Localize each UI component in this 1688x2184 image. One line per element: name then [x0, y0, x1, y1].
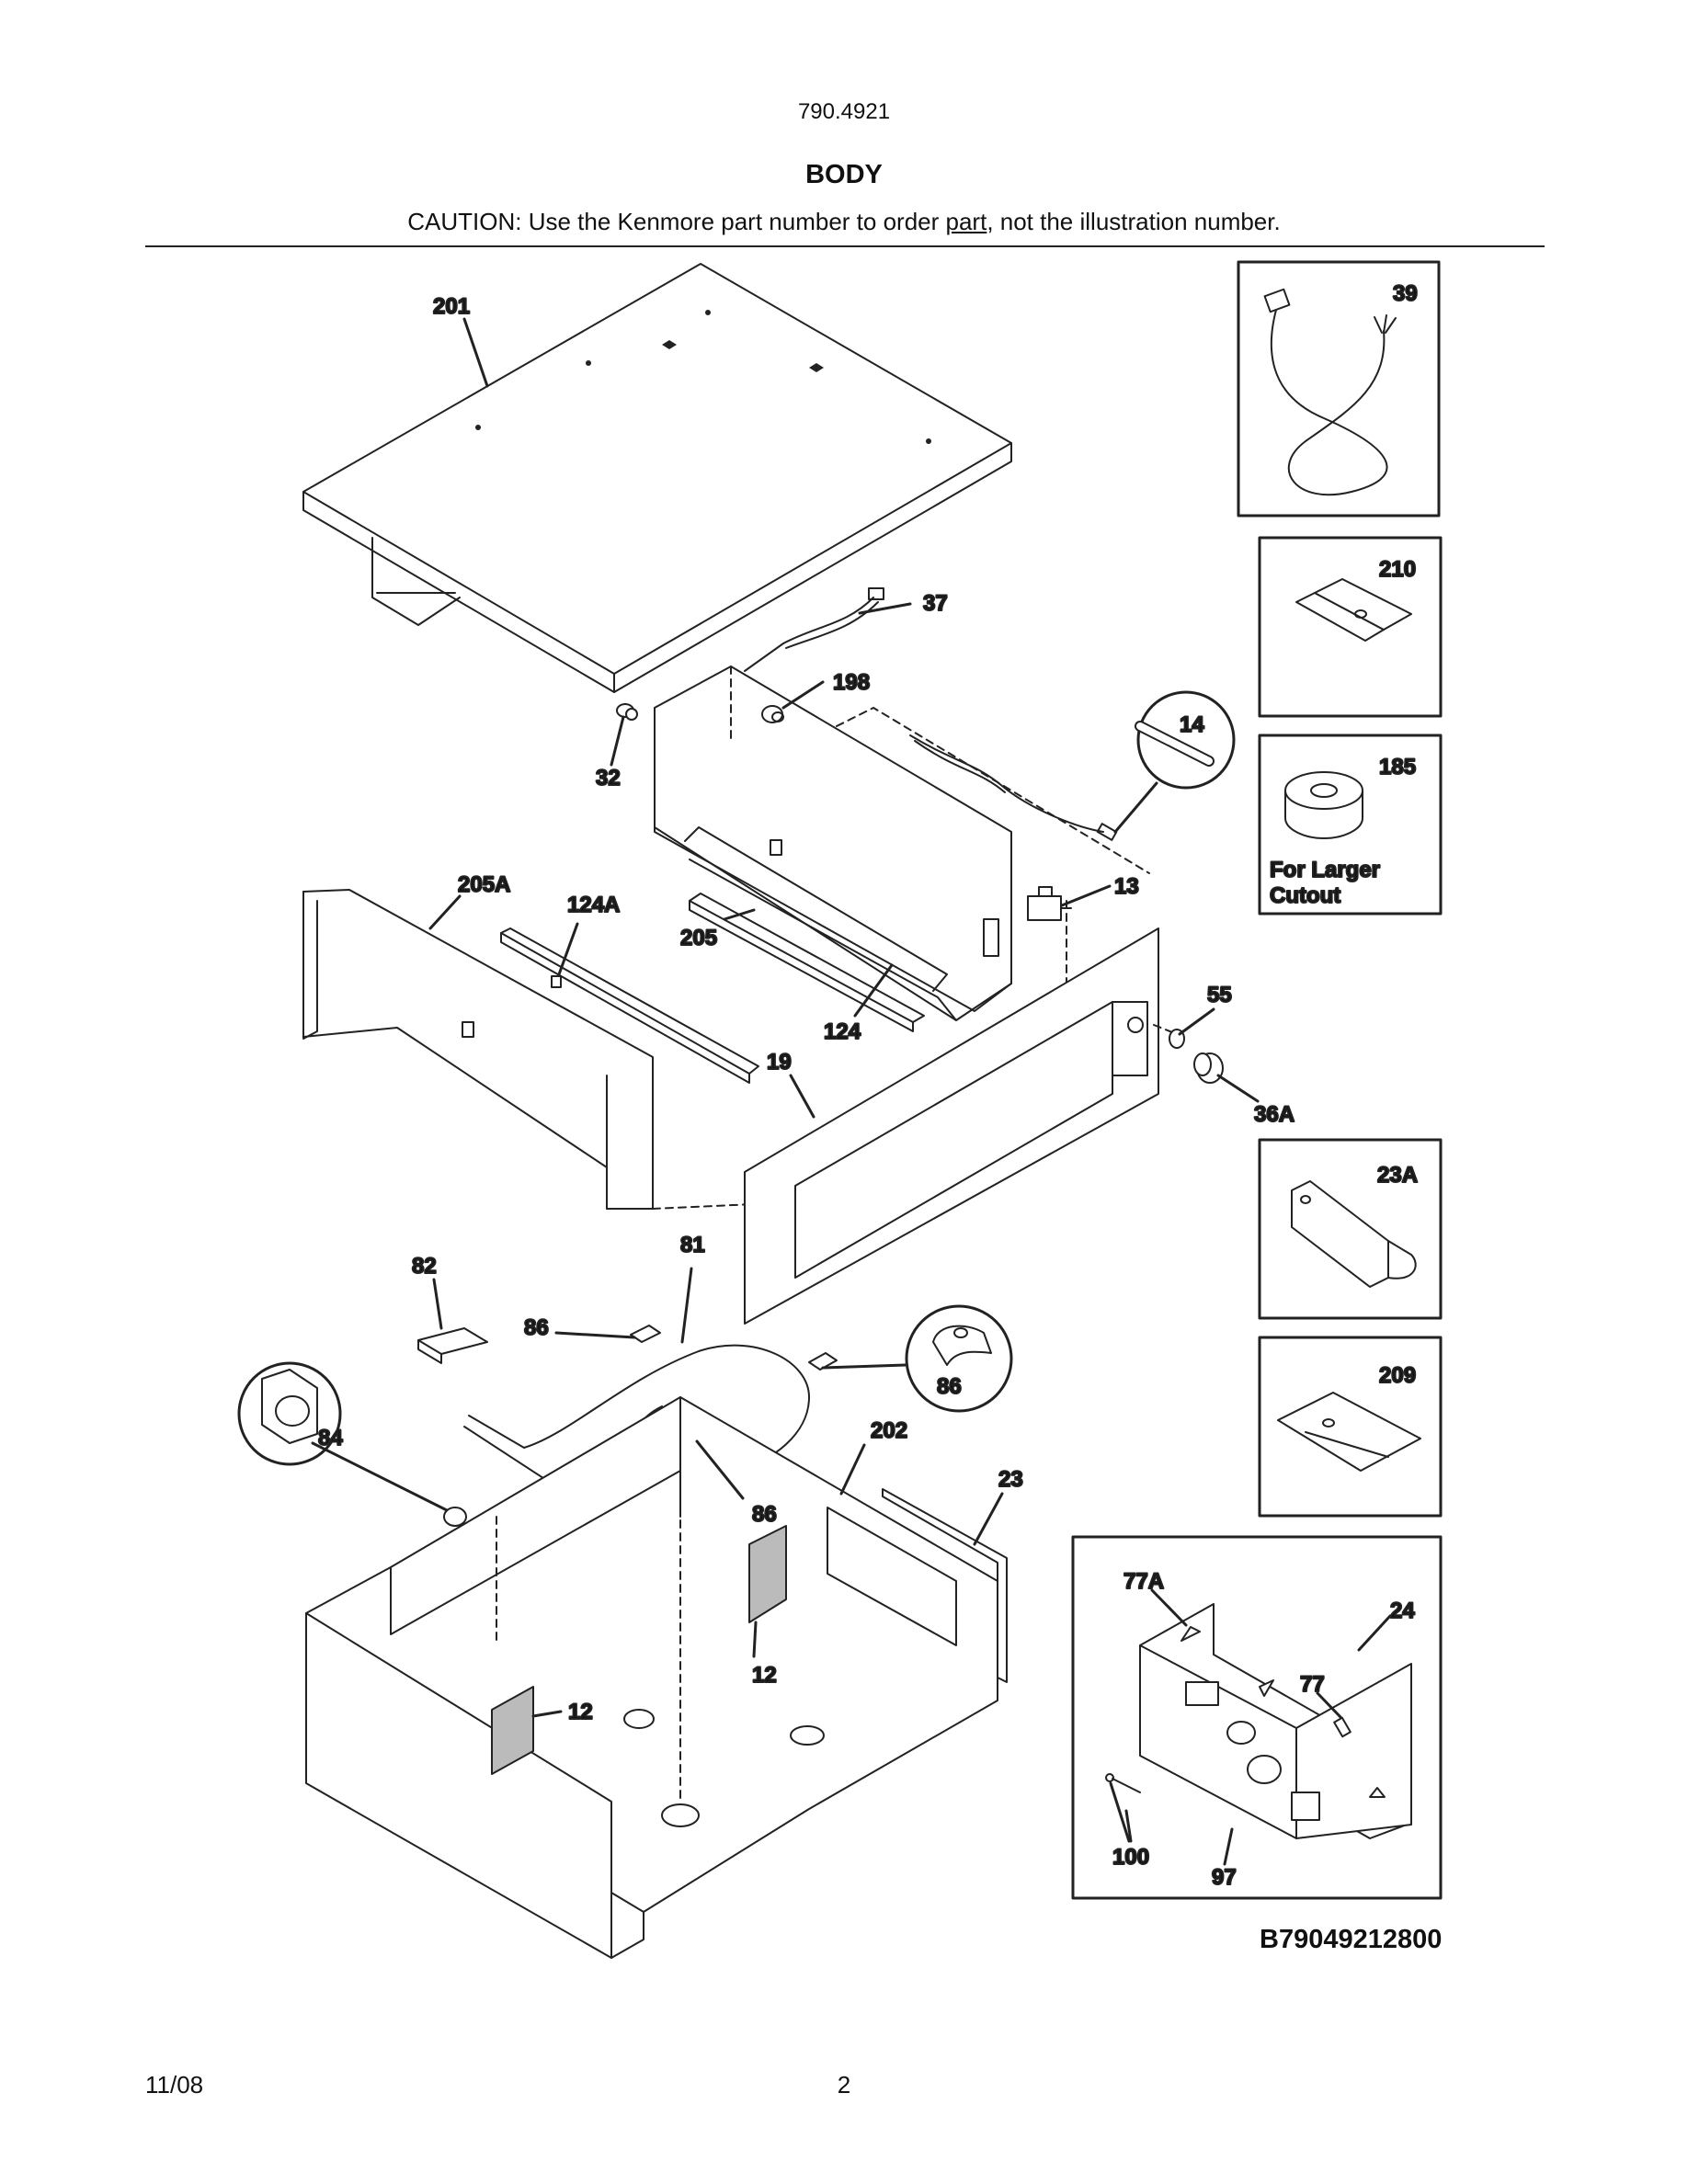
callout-14: 14: [1180, 712, 1204, 737]
bracket-23A: [1291, 1180, 1417, 1288]
callout-198: 198: [833, 670, 870, 695]
callout-13: 13: [1114, 874, 1139, 899]
knob-36A: [1193, 1052, 1224, 1084]
callout-86-center: 86: [752, 1502, 777, 1527]
control-board-24: [1105, 1603, 1412, 1839]
inset-label-209: 209: [1379, 1363, 1416, 1388]
sensor-wire-37: [744, 587, 884, 672]
inset-box-210: [1258, 536, 1443, 718]
power-cord-39: [1263, 288, 1397, 496]
bracket-82: [417, 1327, 488, 1364]
callout-36A: 36A: [1254, 1102, 1295, 1127]
inset-185-note-line1: For Larger: [1270, 858, 1380, 882]
inset-label-77A: 77A: [1123, 1569, 1164, 1594]
callout-82: 82: [412, 1254, 437, 1279]
callout-205: 205: [680, 926, 717, 950]
shield-23: [882, 1488, 1008, 1683]
clip-86-upper: [630, 1325, 661, 1343]
inset-box-185: [1258, 734, 1443, 916]
callout-12-left: 12: [568, 1700, 593, 1724]
inset-label-185: 185: [1379, 755, 1416, 779]
callout-81: 81: [680, 1233, 705, 1257]
callout-leaders: [428, 317, 1260, 1718]
callout-205A: 205A: [458, 872, 510, 897]
back-panel-205A: [302, 889, 755, 1210]
switch-13: [1027, 886, 1072, 921]
diagram-code: B79049212800: [1260, 1925, 1443, 1954]
model-number: 790.4921: [797, 99, 891, 124]
callout-23: 23: [998, 1467, 1023, 1492]
bracket-210: [1295, 578, 1412, 642]
caution-text-start: CAUTION: Use the Kenmore part number to …: [407, 208, 946, 235]
inset-label-23A: 23A: [1377, 1163, 1418, 1188]
inset-box-209: [1258, 1336, 1443, 1518]
inset-box-23A: [1258, 1138, 1443, 1320]
bottom-tray-202: [305, 1396, 998, 1959]
inset-label-39: 39: [1393, 281, 1418, 306]
probe-detail-circle: [1136, 690, 1236, 790]
thermostat-84: [443, 1507, 467, 1527]
inset-24-leaders: [1109, 1588, 1392, 1866]
clip-detail: [932, 1325, 992, 1366]
ring-185: [1284, 771, 1363, 839]
page-number: 2: [837, 2071, 851, 2099]
inset-box-39: [1237, 260, 1441, 518]
inset-185-note-line2: Cutout: [1270, 883, 1340, 908]
caution-note: CAUTION: Use the Kenmore part number to …: [0, 208, 1688, 236]
plate-209: [1277, 1392, 1421, 1472]
rail-124: [689, 893, 925, 1032]
rail-124A: [500, 927, 759, 1084]
callout-19: 19: [767, 1050, 792, 1075]
clip-198: [761, 705, 784, 723]
page-title: BODY: [805, 160, 883, 189]
inset-box-24: [1071, 1535, 1443, 1900]
caution-underlined-word: part: [945, 208, 987, 235]
inset-label-77: 77: [1300, 1672, 1325, 1697]
revision-date: 11/08: [145, 2071, 204, 2099]
probe-detail: [1113, 721, 1215, 834]
callout-124A: 124A: [567, 893, 620, 917]
clip-86-right: [808, 1352, 838, 1371]
callout-84: 84: [318, 1426, 343, 1450]
callout-202: 202: [871, 1418, 907, 1443]
header-divider: [145, 245, 1545, 247]
inset-label-24: 24: [1390, 1598, 1415, 1623]
inset-label-210: 210: [1379, 557, 1416, 582]
probe-wire-14: [909, 734, 1118, 841]
front-frame-19: [744, 927, 1178, 1325]
callout-37: 37: [923, 591, 948, 616]
callout-32: 32: [596, 766, 621, 791]
clip-detail-circle: [905, 1304, 1013, 1413]
caution-text-end: , not the illustration number.: [987, 208, 1281, 235]
grommet-32: [616, 703, 638, 721]
callout-86-upper: 86: [524, 1315, 549, 1340]
callout-124: 124: [824, 1019, 861, 1044]
inset-label-97: 97: [1212, 1865, 1237, 1890]
top-cover-panel: [302, 263, 1012, 693]
thermostat-detail: [261, 1369, 452, 1514]
callout-55: 55: [1207, 983, 1232, 1007]
inset-label-100: 100: [1112, 1845, 1149, 1870]
callout-201: 201: [433, 294, 470, 319]
upper-box-205: [654, 665, 1150, 1021]
callout-86-detail: 86: [937, 1374, 962, 1399]
callout-12-right: 12: [752, 1663, 777, 1688]
